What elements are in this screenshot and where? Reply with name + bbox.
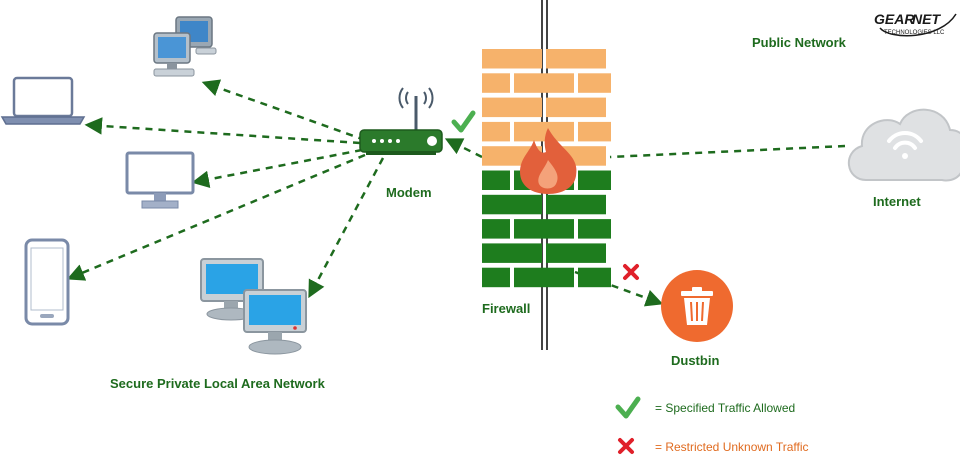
firewall-brick (578, 267, 611, 288)
firewall-brick (482, 267, 510, 288)
modem-icon (359, 87, 443, 155)
firewall-brick (482, 49, 542, 69)
firewall-brick (482, 219, 510, 239)
firewall-brick (514, 219, 574, 239)
laptop-icon (0, 76, 86, 125)
firewall-wall (482, 49, 611, 288)
firewall-brick (482, 243, 542, 263)
firewall-brick (482, 97, 542, 118)
line-modem-to-laptop (84, 117, 361, 145)
firewall-brick (482, 170, 510, 190)
legend-allowed-text: = Specified Traffic Allowed (655, 401, 796, 415)
lan-label: Secure Private Local Area Network (110, 376, 325, 391)
firewall-brick (482, 73, 510, 93)
flame-icon (520, 128, 577, 194)
firewall-brick (578, 73, 611, 93)
firewall-brick (546, 97, 606, 118)
legend-check-icon (615, 396, 641, 419)
firewall-brick (546, 194, 606, 215)
line-internet-to-firewall (609, 144, 846, 159)
smartphone-icon (24, 238, 70, 326)
firewall-brick (482, 194, 542, 215)
firewall-brick (578, 219, 611, 239)
firewall-brick (514, 267, 574, 288)
workstations-icon (200, 258, 307, 355)
logo-subtitle: TECHNOLOGIES LLC (884, 30, 945, 36)
logo-word-left: GEAR (874, 11, 915, 27)
firewall-label: Firewall (482, 301, 531, 316)
dustbin-icon (661, 270, 733, 342)
dustbin-label: Dustbin (671, 353, 720, 368)
desktop-computer-icon (153, 16, 217, 77)
legend-restricted-text: = Restricted Unknown Traffic (655, 440, 809, 454)
firewall-brick (514, 121, 574, 142)
public-network-label: Public Network (752, 35, 846, 50)
internet-cloud-icon (847, 108, 960, 182)
line-modem-to-workstations (308, 157, 385, 299)
firewall-brick (482, 121, 510, 142)
firewall-brick (546, 243, 606, 263)
line-modem-to-desktop-top (201, 79, 366, 142)
modem-label: Modem (386, 185, 432, 200)
line-modem-to-phone (66, 153, 366, 281)
firewall-brick (578, 121, 611, 142)
cross-icon (623, 264, 639, 280)
line-firewall-to-modem (444, 138, 483, 159)
firewall-brick (514, 73, 574, 93)
legend-cross-icon (618, 438, 634, 454)
line-modem-to-monitor (191, 148, 363, 188)
check-icon (451, 110, 476, 133)
logo-word-right: NET (912, 11, 941, 27)
company-logo: GEAR NET TECHNOLOGIES LLC (874, 11, 957, 37)
monitor-icon (125, 151, 195, 209)
firewall-brick (546, 49, 606, 69)
internet-label: Internet (873, 194, 921, 209)
firewall-brick (578, 170, 611, 190)
